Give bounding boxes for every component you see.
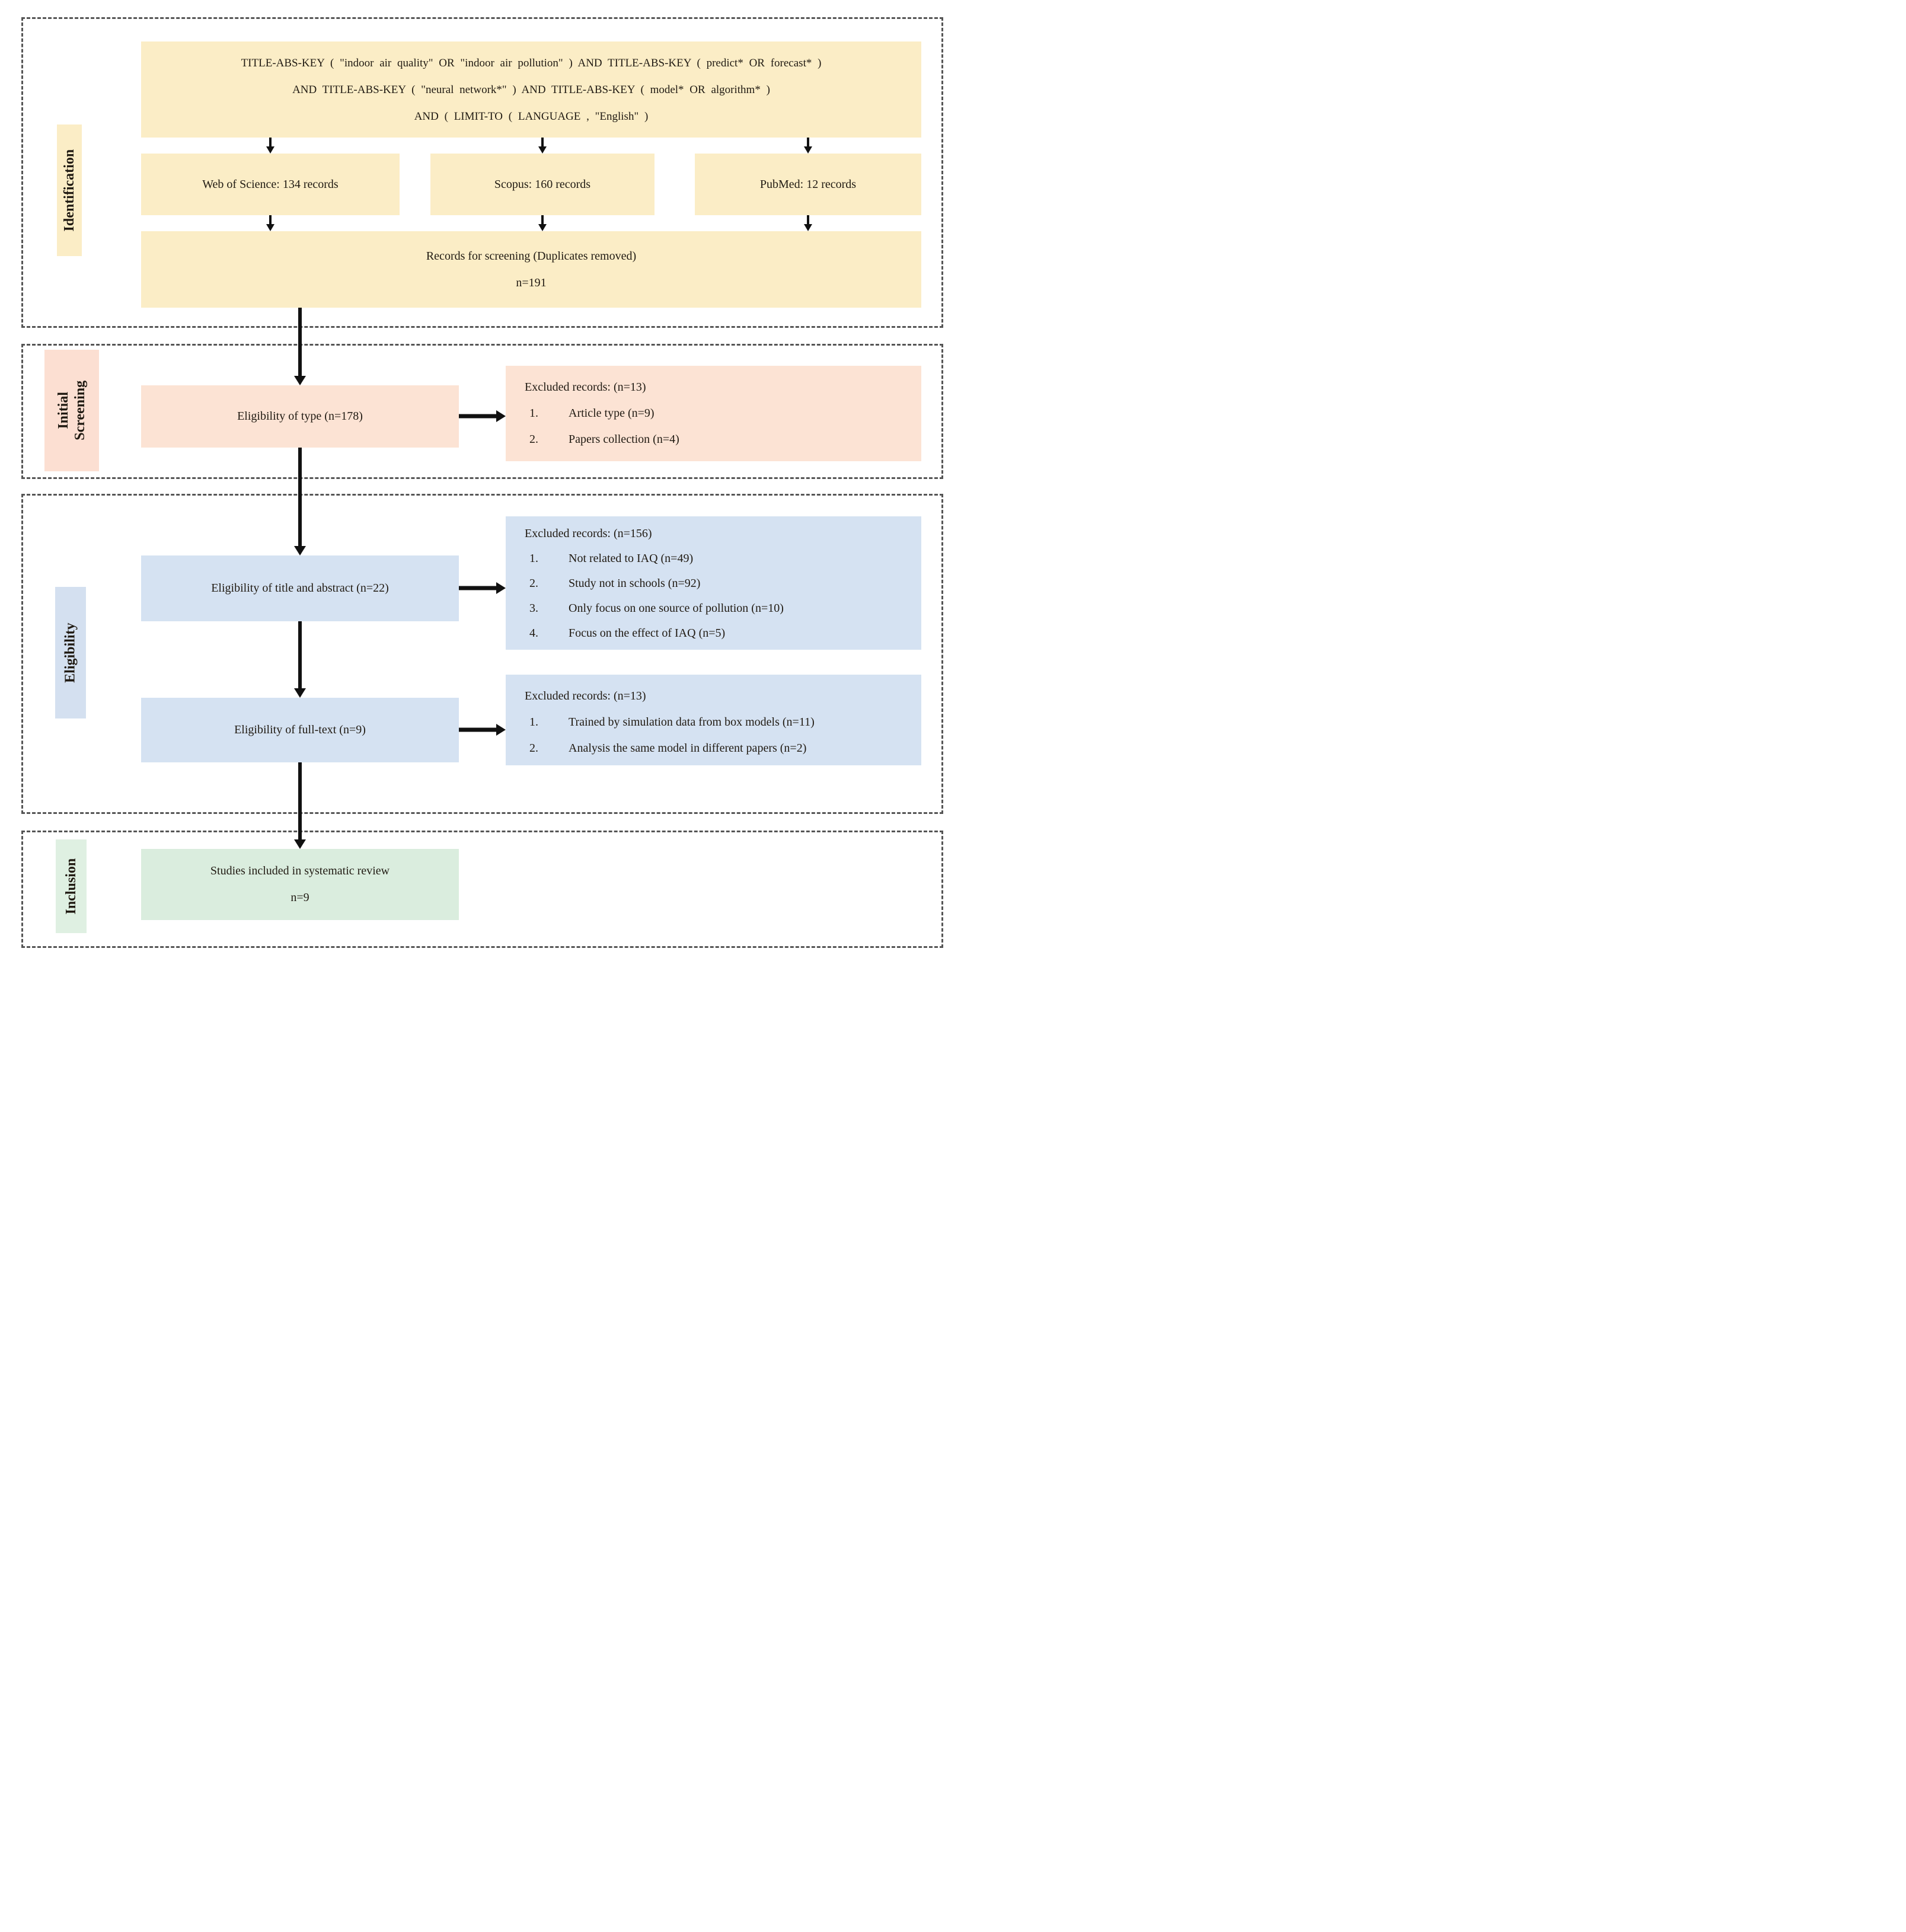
source-label: Scopus: 160 records <box>494 177 591 191</box>
included-line: Studies included in systematic review <box>210 864 390 877</box>
excluded-item: 1. Not related to IAQ (n=49) <box>506 546 921 571</box>
eligibility-title-abstract-box: Eligibility of title and abstract (n=22) <box>141 555 459 621</box>
arrow-pubmed-to-records <box>804 215 812 231</box>
excluded-item: 1. Article type (n=9) <box>506 400 921 426</box>
excluded-records-full-text-box: Excluded records: (n=13) 1. Trained by s… <box>506 675 921 765</box>
stage-label-identification: Identification <box>57 124 82 256</box>
source-box-pubmed: PubMed: 12 records <box>695 154 921 215</box>
excluded-item: 2. Papers collection (n=4) <box>506 426 921 452</box>
excluded-item-number: 3. <box>529 602 538 615</box>
stage-label-text: Initial <box>55 392 71 429</box>
arrow-type-to-excluded <box>459 410 506 422</box>
excluded-item-number: 1. <box>529 552 538 565</box>
excluded-item-text: Only focus on one source of pollution (n… <box>569 602 784 615</box>
stage-label-text: Eligibility <box>62 622 78 683</box>
arrow-full-text-to-excluded <box>459 724 506 736</box>
section-eligibility <box>21 494 943 814</box>
arrow-query-to-scopus <box>538 138 547 154</box>
excluded-item: 2. Study not in schools (n=92) <box>506 571 921 596</box>
arrow-web-of-science-to-records <box>266 215 274 231</box>
excluded-item: 4. Focus on the effect of IAQ (n=5) <box>506 621 921 646</box>
included-count: n=9 <box>290 891 309 904</box>
arrow-full-text-to-included <box>294 762 306 849</box>
excluded-records-title-abstract-box: Excluded records: (n=156) 1. Not related… <box>506 516 921 650</box>
excluded-item-text: Trained by simulation data from box mode… <box>569 716 815 729</box>
excluded-records-type-box: Excluded records: (n=13) 1. Article type… <box>506 366 921 461</box>
source-label: PubMed: 12 records <box>759 177 857 191</box>
stage-label-initial-screening: Initial Screening <box>44 350 99 471</box>
stage-label-text: Identification <box>61 149 77 232</box>
step-label: Eligibility of full-text (n=9) <box>234 723 366 736</box>
source-box-scopus: Scopus: 160 records <box>430 154 655 215</box>
arrow-query-to-pubmed <box>804 138 812 154</box>
arrow-scopus-to-records <box>538 215 547 231</box>
excluded-title: Excluded records: (n=13) <box>525 689 646 702</box>
source-label: Web of Science: 134 records <box>202 177 339 191</box>
excluded-item-number: 4. <box>529 627 538 640</box>
section-inclusion <box>21 831 943 948</box>
stage-label-text: Inclusion <box>63 858 79 915</box>
excluded-item: 2. Analysis the same model in different … <box>506 735 921 761</box>
arrow-records-to-type <box>294 308 306 385</box>
arrow-type-to-title-abstract <box>294 448 306 555</box>
stage-label-text: Screening <box>72 381 88 440</box>
arrow-title-abstract-to-excluded <box>459 582 506 594</box>
excluded-item-number: 1. <box>529 407 538 420</box>
stage-label-eligibility: Eligibility <box>55 587 86 718</box>
excluded-item: 1. Trained by simulation data from box m… <box>506 709 921 735</box>
prisma-flow-diagram: Identification Initial Screening Eligibi… <box>0 0 953 966</box>
source-box-web-of-science: Web of Science: 134 records <box>141 154 400 215</box>
excluded-item-text: Article type (n=9) <box>569 407 655 420</box>
records-line: Records for screening (Duplicates remove… <box>426 249 637 263</box>
excluded-item-number: 2. <box>529 577 538 590</box>
excluded-item: 3. Only focus on one source of pollution… <box>506 596 921 621</box>
eligibility-full-text-box: Eligibility of full-text (n=9) <box>141 698 459 762</box>
excluded-item-text: Not related to IAQ (n=49) <box>569 552 694 565</box>
search-query-line: AND ( LIMIT-TO ( LANGUAGE , "English" ) <box>414 110 649 123</box>
excluded-item-text: Study not in schools (n=92) <box>569 577 701 590</box>
step-label: Eligibility of type (n=178) <box>237 410 363 423</box>
records-for-screening-box: Records for screening (Duplicates remove… <box>141 231 921 308</box>
records-count: n=191 <box>516 276 547 289</box>
excluded-item-number: 1. <box>529 716 538 729</box>
excluded-item-number: 2. <box>529 742 538 755</box>
section-initial-screening <box>21 344 943 479</box>
excluded-item-text: Focus on the effect of IAQ (n=5) <box>569 627 726 640</box>
arrow-title-abstract-to-full-text <box>294 621 306 698</box>
excluded-title: Excluded records: (n=156) <box>525 527 652 540</box>
arrow-query-to-web-of-science <box>266 138 274 154</box>
section-identification <box>21 17 943 328</box>
search-query-line: AND TITLE-ABS-KEY ( "neural network*" ) … <box>292 83 770 96</box>
search-query-line: TITLE-ABS-KEY ( "indoor air quality" OR … <box>241 56 822 69</box>
search-query-box: TITLE-ABS-KEY ( "indoor air quality" OR … <box>141 41 921 138</box>
eligibility-of-type-box: Eligibility of type (n=178) <box>141 385 459 448</box>
studies-included-box: Studies included in systematic review n=… <box>141 849 459 920</box>
excluded-item-text: Papers collection (n=4) <box>569 433 679 446</box>
excluded-title: Excluded records: (n=13) <box>525 381 646 394</box>
step-label: Eligibility of title and abstract (n=22) <box>211 582 389 595</box>
excluded-item-number: 2. <box>529 433 538 446</box>
stage-label-inclusion: Inclusion <box>56 839 87 933</box>
excluded-item-text: Analysis the same model in different pap… <box>569 742 807 755</box>
